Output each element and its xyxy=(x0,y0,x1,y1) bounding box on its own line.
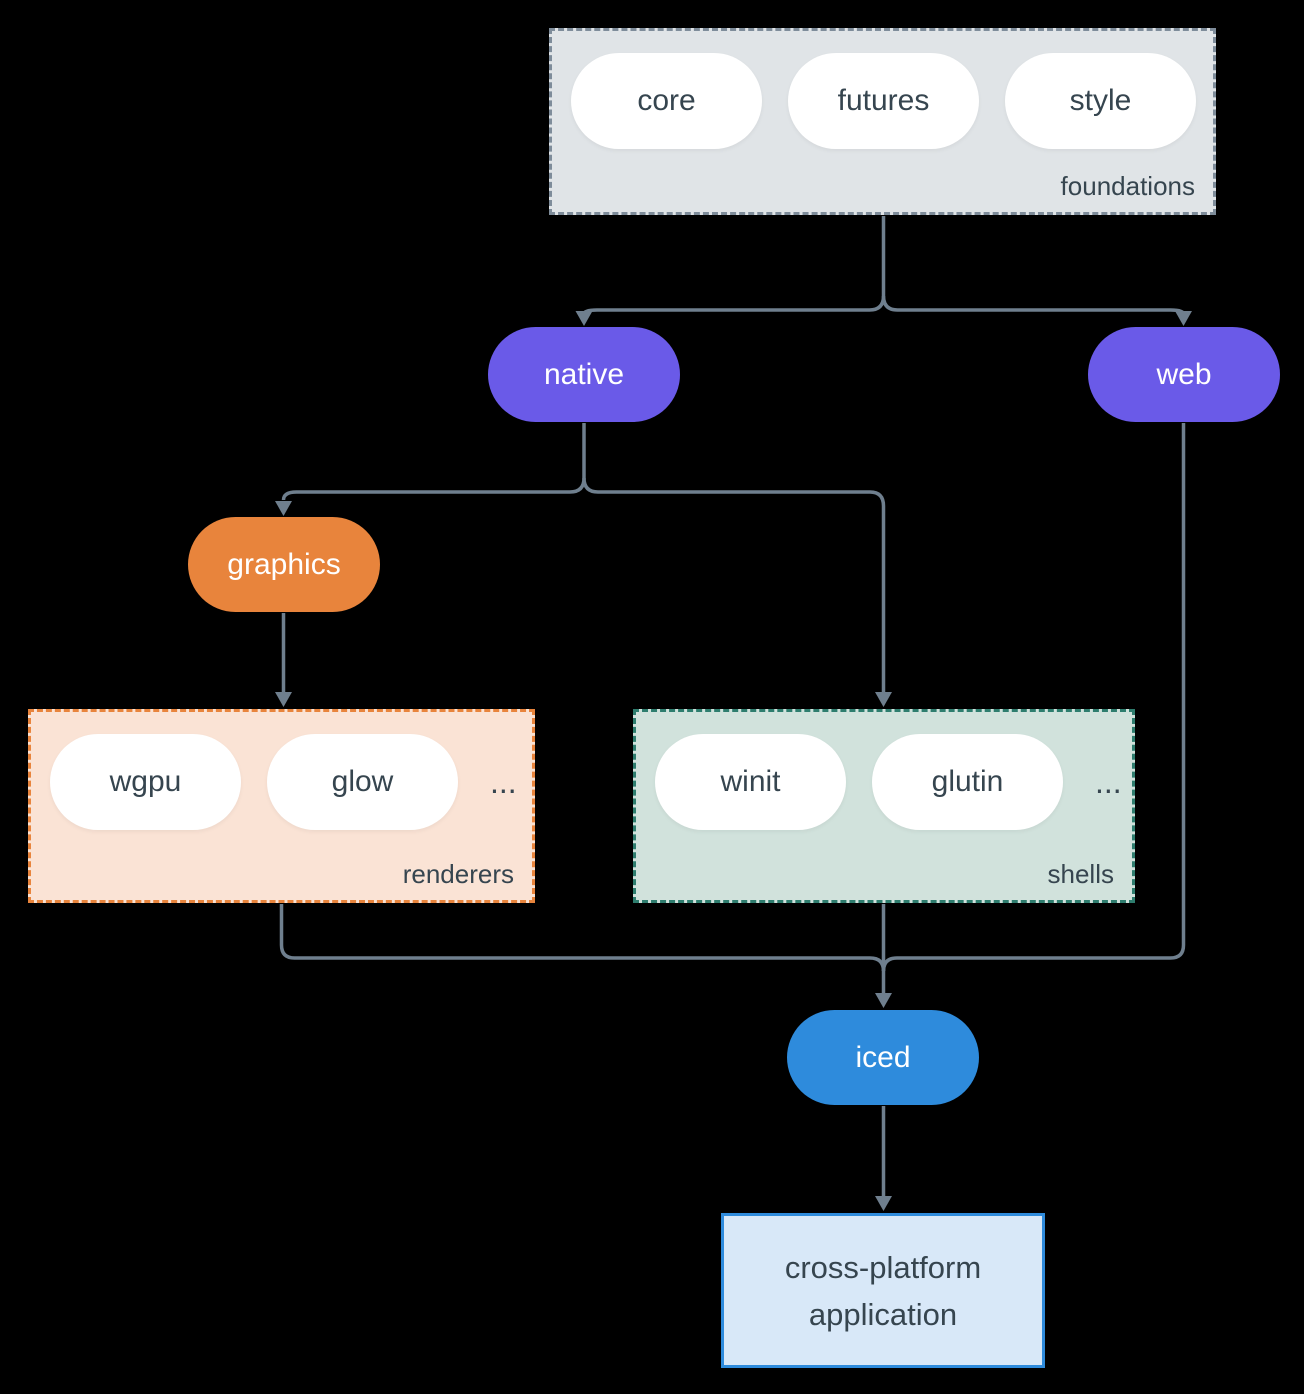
pill-glutin: glutin xyxy=(872,734,1063,830)
edge-merge-to-iced xyxy=(279,423,1186,1008)
shells-pill-row: winit glutin ... xyxy=(655,734,1122,830)
foundations-pill-row: core futures style xyxy=(571,53,1196,149)
pill-futures: futures xyxy=(788,53,979,149)
node-graphics: graphics xyxy=(188,517,380,612)
foundations-group: core futures style foundations xyxy=(549,28,1216,215)
pill-glow: glow xyxy=(267,734,458,830)
edge-native-to-graphics-shells xyxy=(275,423,892,707)
node-native: native xyxy=(488,327,680,422)
renderers-label: renderers xyxy=(402,859,514,889)
edge-foundations-to-native-web xyxy=(575,216,1192,326)
edge-graphics-to-renderers xyxy=(275,613,292,707)
renderers-pill-row: wgpu glow ... xyxy=(50,734,517,830)
renderers-ellipsis: ... xyxy=(490,763,517,800)
application-box: cross-platform application xyxy=(721,1213,1045,1368)
foundations-label: foundations xyxy=(1060,171,1195,201)
renderers-group: wgpu glow ... renderers xyxy=(28,709,535,903)
pill-core: core xyxy=(571,53,762,149)
application-label-line1: cross-platform xyxy=(784,1249,982,1285)
edge-iced-to-application xyxy=(875,1106,892,1211)
shells-group: winit glutin ... shells xyxy=(633,709,1135,903)
shells-label: shells xyxy=(1047,859,1114,889)
pill-wgpu: wgpu xyxy=(50,734,241,830)
node-web: web xyxy=(1088,327,1280,422)
pill-winit: winit xyxy=(655,734,846,830)
shells-ellipsis: ... xyxy=(1095,763,1122,800)
application-label-line2: application xyxy=(808,1296,958,1332)
node-iced: iced xyxy=(787,1010,979,1105)
pill-style: style xyxy=(1005,53,1196,149)
